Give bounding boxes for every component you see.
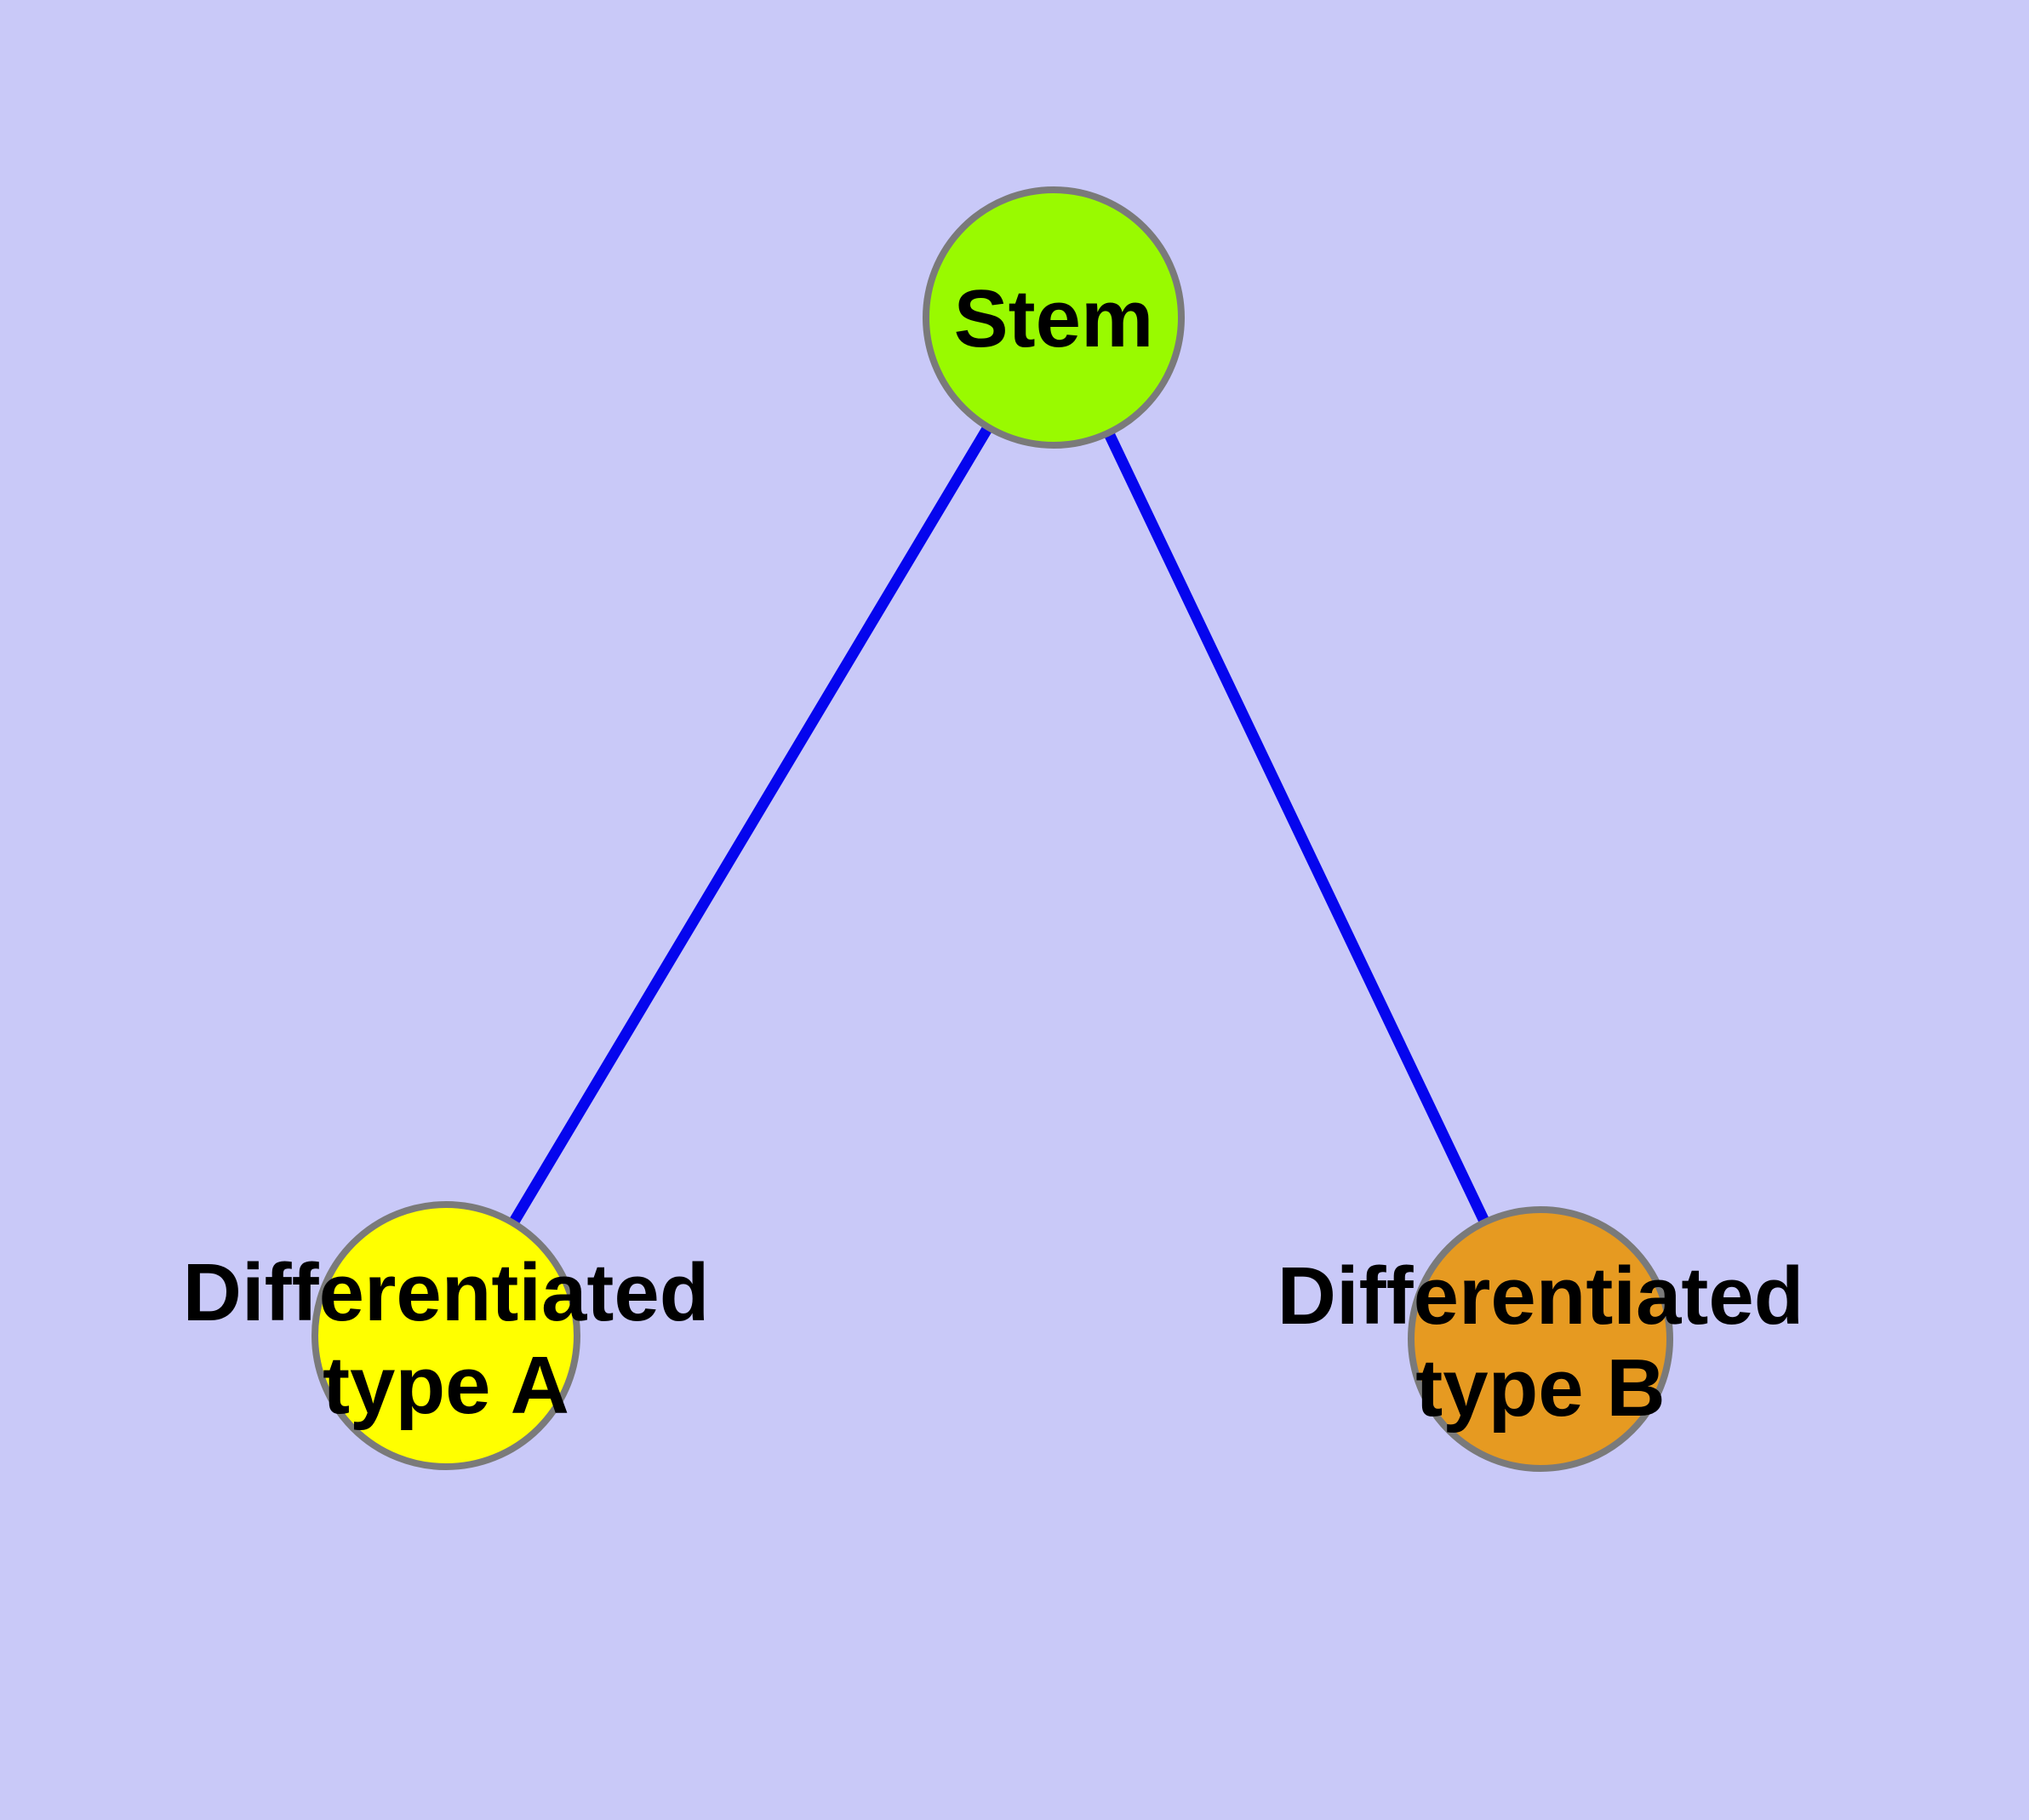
node-type-b-label-line1: Differentiated <box>1277 1251 1804 1342</box>
node-type-a-label-line2: type A <box>323 1340 569 1431</box>
edge-stem-to-type-b <box>1048 312 1546 1345</box>
node-stem-label: Stem <box>954 273 1154 364</box>
node-type-b-circle <box>1408 1206 1673 1472</box>
node-type-a-label-line1: Differentiated <box>183 1247 710 1338</box>
node-type-b-label-line2: type B <box>1415 1342 1665 1434</box>
edge-stem-to-type-a <box>440 312 1060 1342</box>
node-type-a-circle <box>311 1201 580 1470</box>
node-stem-circle <box>923 186 1185 449</box>
